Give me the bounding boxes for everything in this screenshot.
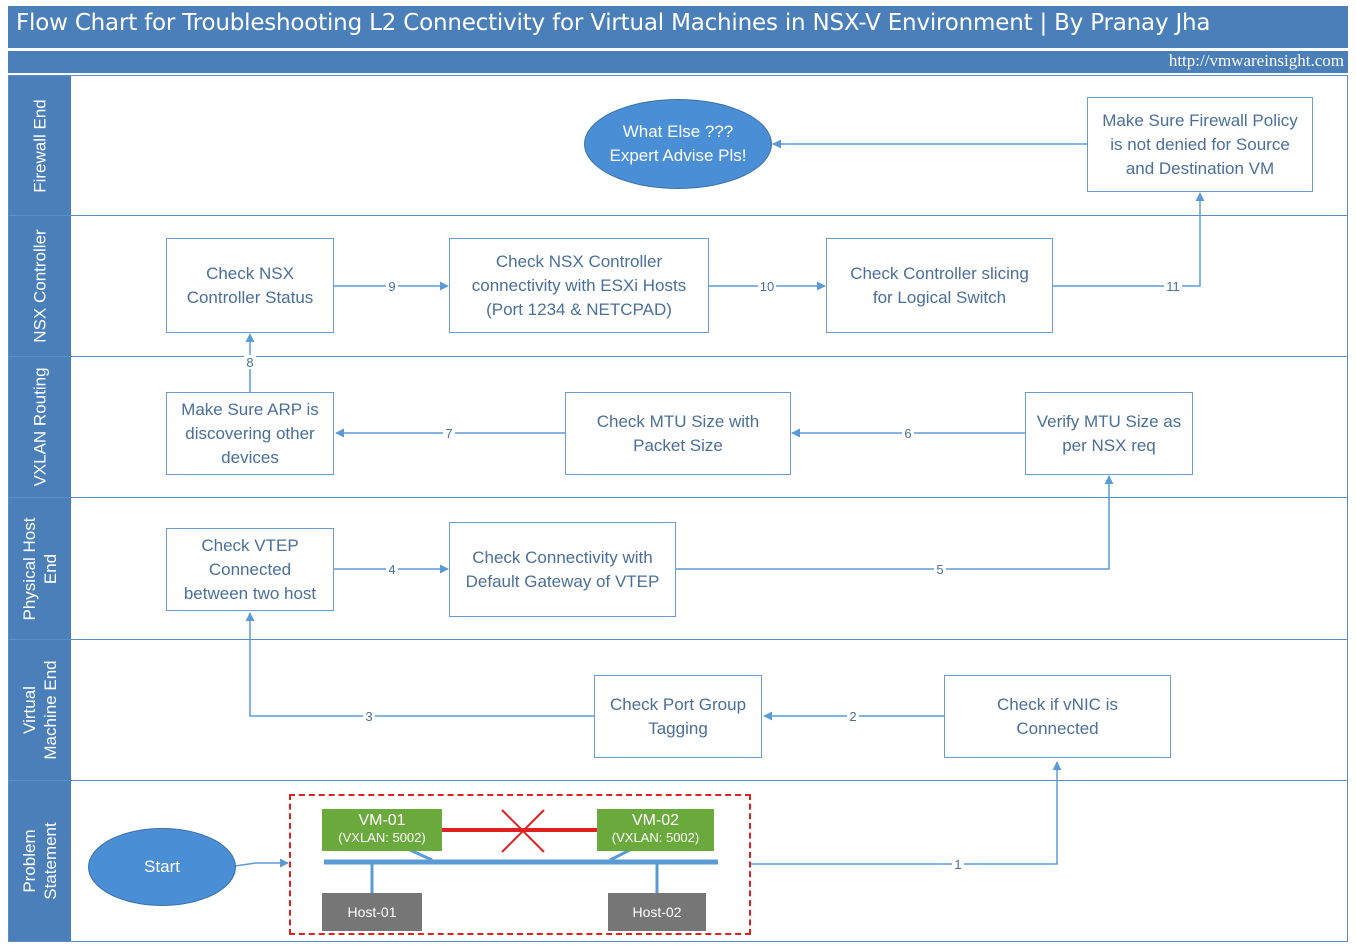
lane-header: VXLAN Routing [9,357,71,497]
step-8: 8 [246,355,253,370]
step-4: 4 [388,562,395,577]
connector-5 [676,475,1114,570]
connector-1 [751,761,1062,865]
what-else-node: What Else ???Expert Advise Pls! [584,99,772,189]
url-bar: http://vmwareinsight.com [8,51,1348,73]
step-6: 6 [904,426,911,441]
vm-02: VM-02 (VXLAN: 5002) [597,809,714,851]
step-3: 3 [365,709,372,724]
lane-header: Problem Statement [9,781,71,941]
lane-header: NSX Controller [9,216,71,356]
lane-header: Firewall End [9,76,71,215]
lane-header: Virtual Machine End [9,640,71,780]
step-11: 11 [1166,279,1180,294]
lane-header: Physical Host End [9,498,71,639]
host-01: Host-01 [322,893,422,931]
cross-line-2 [501,809,545,853]
problem-box [289,794,751,935]
host-02: Host-02 [608,893,706,931]
connector-start [234,858,289,868]
step-9: 9 [388,279,395,294]
site-url: http://vmwareinsight.com [1168,51,1344,70]
step-7: 7 [445,426,452,441]
start-node: Start [88,828,236,906]
vm2-link [609,848,631,862]
step-5: 5 [936,562,943,577]
step-1: 1 [954,857,961,872]
vm1-link [409,848,433,862]
page-title: Flow Chart for Troubleshooting L2 Connec… [16,10,1211,36]
connector-11 [1053,192,1205,287]
connector-3 [245,612,594,717]
title-bar: Flow Chart for Troubleshooting L2 Connec… [8,6,1348,48]
step-10: 10 [760,279,774,294]
step-2: 2 [849,709,856,724]
vm-01: VM-01 (VXLAN: 5002) [322,809,442,851]
